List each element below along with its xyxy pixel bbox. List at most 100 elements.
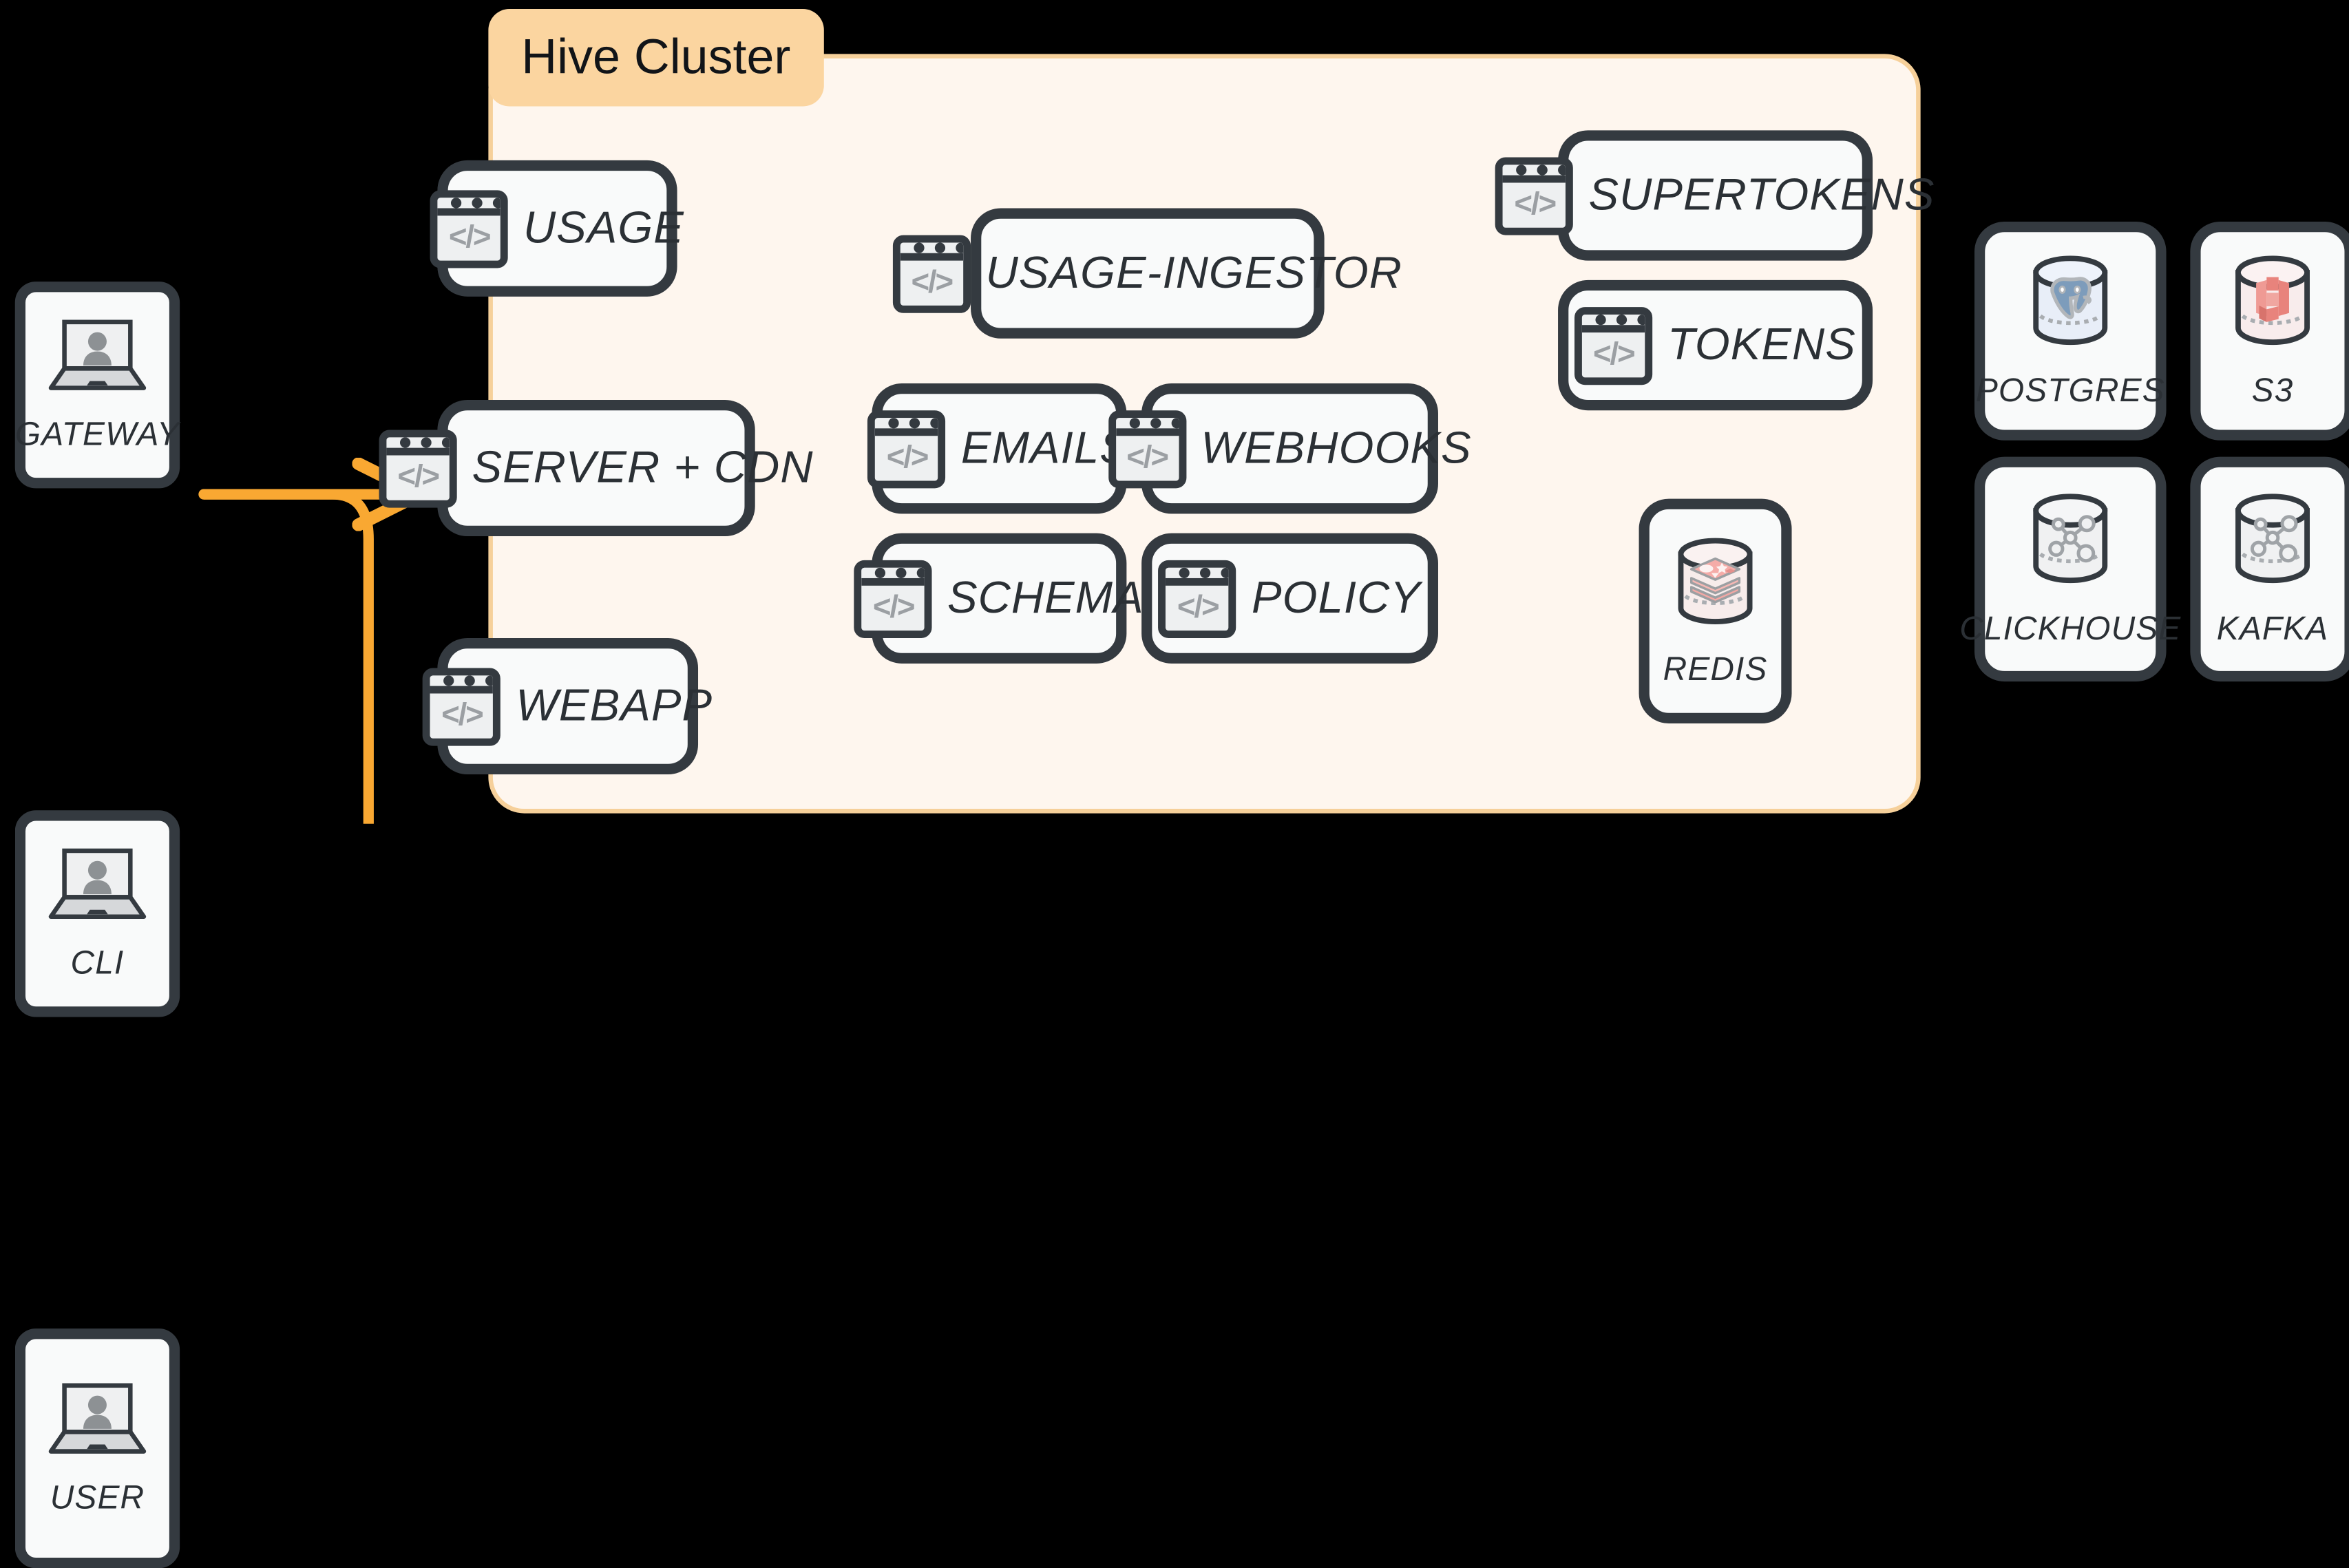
code-glyph: </> xyxy=(886,440,929,475)
service-label: SUPERTOKENS xyxy=(1588,169,1935,220)
window-dot xyxy=(1616,314,1628,325)
window-dot xyxy=(472,197,483,209)
window-dot xyxy=(1150,417,1161,428)
redis-cylinder-icon xyxy=(1665,534,1767,635)
code-glyph: </> xyxy=(911,264,954,299)
service-node-tokens[interactable]: </> TOKENS xyxy=(1558,279,1873,411)
service-node-webhooks[interactable]: </> WEBHOOKS xyxy=(1108,383,1471,514)
window-dot xyxy=(914,242,925,253)
service-label: WEBHOOKS xyxy=(1201,423,1472,473)
diagram-canvas: Hive Cluster xyxy=(14,9,2349,1568)
service-node-webapp[interactable]: </> WEBAPP xyxy=(423,637,712,775)
datastore-label: S3 xyxy=(2251,370,2294,408)
service-label: USAGE-INGESTOR xyxy=(985,248,1402,297)
window-titlebar xyxy=(1115,417,1179,436)
datastore-node-postgres[interactable]: POSTGRES xyxy=(1974,222,2167,441)
service-node-supertokens[interactable]: </> SUPERTOKENS xyxy=(1495,130,1934,261)
client-label: GATEWAY xyxy=(14,414,180,452)
window-dot xyxy=(917,567,925,578)
window-dot xyxy=(451,197,462,209)
postgres-cylinder-icon xyxy=(2018,253,2122,356)
service-label: SERVER + CDN xyxy=(472,443,814,492)
service-label: POLICY xyxy=(1252,573,1422,623)
datastore-label: POSTGRES xyxy=(1975,370,2165,408)
service-node-emails[interactable]: </> EMAILS xyxy=(867,383,1130,514)
window-dot xyxy=(465,675,476,686)
window-dot xyxy=(421,436,432,448)
service-node-policy[interactable]: </> POLICY xyxy=(1141,533,1438,664)
window-dot xyxy=(1128,417,1140,428)
code-glyph: </> xyxy=(872,589,916,624)
laptop-user-icon xyxy=(46,1380,148,1465)
window-titlebar xyxy=(875,417,939,436)
code-glyph: </> xyxy=(1592,337,1636,372)
service-node-schema[interactable]: </> SCHEMA xyxy=(854,533,1144,664)
code-window-icon: </> xyxy=(867,410,947,488)
laptop-user-icon xyxy=(46,845,148,931)
window-dot xyxy=(931,417,939,428)
service-node-usage-ingestor[interactable]: </> USAGE-INGESTOR xyxy=(892,208,1402,339)
client-label: CLI xyxy=(70,942,125,981)
code-window-icon: </> xyxy=(430,189,509,268)
window-dot xyxy=(485,675,494,686)
s3-cylinder-icon xyxy=(2220,253,2325,356)
window-titlebar xyxy=(437,197,501,216)
service-label: WEBAPP xyxy=(516,681,713,730)
service-node-server-cdn[interactable]: </> SERVER + CDN xyxy=(379,399,813,537)
window-dot xyxy=(896,567,907,578)
window-dot xyxy=(909,417,921,428)
window-titlebar xyxy=(861,566,925,586)
code-glyph: </> xyxy=(441,697,484,732)
code-glyph: </> xyxy=(448,220,492,255)
window-dot xyxy=(399,436,411,448)
service-label: EMAILS xyxy=(960,423,1130,473)
service-label: TOKENS xyxy=(1667,319,1856,370)
window-titlebar xyxy=(1503,164,1566,183)
window-titlebar xyxy=(1166,566,1230,586)
window-dot xyxy=(493,197,501,209)
code-window-icon: </> xyxy=(1495,156,1574,235)
datastore-node-clickhouse[interactable]: CLICKHOUSE xyxy=(1959,456,2180,682)
code-window-icon: </> xyxy=(379,429,457,507)
datastore-label: CLICKHOUSE xyxy=(1959,608,2182,646)
window-dot xyxy=(875,567,886,578)
window-titlebar xyxy=(1582,313,1645,333)
datastore-node-kafka[interactable]: KAFKA xyxy=(2190,456,2349,682)
datastore-label: REDIS xyxy=(1663,649,1768,687)
client-node-user[interactable]: USER xyxy=(14,1328,180,1568)
window-titlebar xyxy=(430,675,494,694)
code-glyph: </> xyxy=(397,459,440,494)
code-glyph: </> xyxy=(1177,589,1220,624)
code-window-icon: </> xyxy=(892,234,971,312)
window-dot xyxy=(1537,164,1548,176)
window-dot xyxy=(1559,164,1566,176)
client-node-gateway[interactable]: GATEWAY xyxy=(14,282,180,489)
window-dot xyxy=(1221,567,1230,578)
graph-cylinder-icon xyxy=(2018,491,2122,594)
client-node-cli-card[interactable]: CLI xyxy=(14,810,180,1017)
window-dot xyxy=(1201,567,1212,578)
window-dot xyxy=(1637,314,1645,325)
client-label: USER xyxy=(50,1477,145,1516)
datastore-node-redis[interactable]: REDIS xyxy=(1639,498,1792,724)
code-glyph: </> xyxy=(1514,187,1557,222)
window-dot xyxy=(934,242,945,253)
code-window-icon: </> xyxy=(1574,306,1653,385)
service-label: SCHEMA xyxy=(947,573,1144,623)
graph-cylinder-icon xyxy=(2220,491,2325,594)
window-dot xyxy=(1517,164,1528,176)
datastore-node-s3[interactable]: S3 xyxy=(2190,222,2349,441)
code-window-icon: </> xyxy=(423,667,501,745)
service-node-usage[interactable]: </> USAGE xyxy=(430,160,684,297)
code-window-icon: </> xyxy=(1108,410,1186,488)
code-window-icon: </> xyxy=(854,559,933,637)
window-dot xyxy=(889,417,900,428)
laptop-user-icon xyxy=(46,317,148,402)
window-titlebar xyxy=(900,242,964,261)
hive-cluster-badge: Hive Cluster xyxy=(488,9,824,107)
service-label: USAGE xyxy=(523,202,684,253)
window-dot xyxy=(956,242,964,253)
window-titlebar xyxy=(386,436,450,456)
code-window-icon: </> xyxy=(1159,559,1237,637)
code-glyph: </> xyxy=(1126,440,1169,475)
